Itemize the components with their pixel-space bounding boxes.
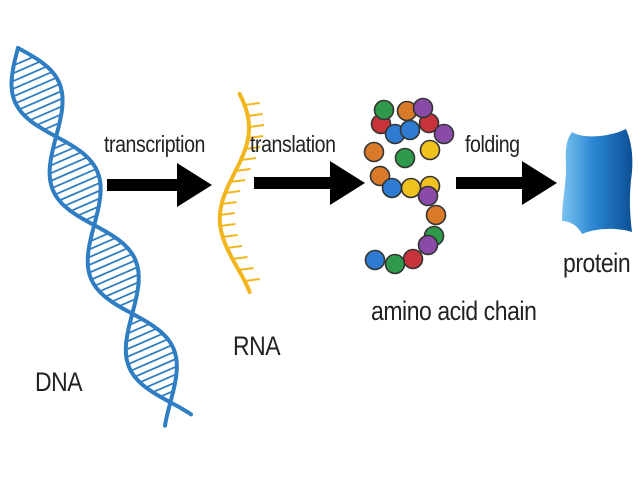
dna-base-pair	[15, 83, 61, 105]
rna-base	[226, 245, 243, 249]
dna-base-pair	[88, 237, 117, 251]
amino-acid-bead	[419, 139, 441, 161]
rna-base	[235, 168, 251, 172]
protein-label: protein	[563, 248, 631, 278]
dna-base-pair	[130, 350, 176, 372]
dna-base-pair	[49, 156, 88, 175]
dna-base-pair	[111, 289, 139, 303]
dna-base-pair	[104, 281, 139, 298]
dna-base-pair	[11, 60, 41, 75]
amino-acid-bead	[394, 147, 416, 169]
dna-label: DNA	[35, 367, 83, 397]
folding-label: folding	[465, 131, 520, 157]
amino-acid-bead	[384, 253, 406, 275]
amino-acid-bead	[412, 97, 434, 119]
dna-base-pair	[118, 297, 137, 308]
dna-base-pair	[87, 242, 123, 259]
dna-base-pair	[50, 146, 76, 159]
dna-base-pair	[89, 232, 109, 243]
dna-base-pair	[58, 181, 101, 202]
dna-base-pair	[77, 205, 100, 217]
dna-base-pair	[125, 332, 164, 351]
arrow-transcription	[107, 163, 212, 207]
dna-base-pair	[49, 151, 82, 167]
rna-base	[244, 278, 260, 282]
arrow-folding	[456, 161, 557, 205]
dna-base-pair	[99, 273, 140, 293]
dna-base-pair	[64, 189, 101, 207]
rna-base	[248, 124, 265, 128]
amino-acid-bead	[417, 185, 439, 207]
dna-base-pair	[91, 259, 136, 281]
arrow-translation	[254, 161, 365, 205]
amino-acid-bead	[381, 177, 403, 199]
dna-base-pair	[11, 65, 48, 83]
protein-shape	[562, 129, 633, 234]
amino-acid-bead	[402, 248, 424, 270]
rna-base	[240, 157, 256, 161]
dna-base-pair	[12, 76, 57, 98]
dna-base-pair	[94, 266, 139, 287]
dna-base-pair	[139, 365, 178, 384]
dna-base-pair	[126, 338, 169, 359]
dna-base-pair	[87, 247, 129, 267]
dna-base-pair	[49, 162, 93, 182]
amino-acid-bead	[364, 249, 386, 271]
amino-acid-bead	[425, 204, 447, 226]
dna-base-pair	[134, 357, 177, 378]
rna-bases	[219, 102, 265, 282]
dna-base-pair	[23, 97, 63, 116]
rna-base	[220, 223, 236, 227]
dna-base-pair	[54, 174, 100, 196]
dna-base-pair	[11, 71, 53, 91]
amino-acid-chain-beads	[363, 97, 455, 275]
dna-base-pair	[29, 105, 63, 122]
amino-acid-chain-label: amino acid chain	[371, 296, 537, 326]
dna-base-pair	[70, 197, 101, 212]
transcription-label: transcription	[104, 131, 205, 157]
amino-acid-bead	[399, 119, 421, 141]
amino-acid-bead	[433, 123, 455, 145]
rna-backbone	[217, 92, 252, 294]
rna-base	[247, 113, 263, 117]
dna-strand-1	[16, 46, 193, 417]
dna-base-pair	[127, 322, 151, 335]
rna-base	[219, 212, 236, 216]
dna-base-pair	[145, 373, 177, 389]
rna-base	[244, 102, 260, 106]
translation-label: translation	[250, 131, 336, 157]
rna-base	[221, 201, 237, 205]
rna-base	[232, 256, 248, 260]
dna-base-pair	[43, 122, 60, 131]
rna-base	[247, 135, 264, 139]
dna-base-pair	[152, 381, 176, 394]
dna-base-pair	[51, 168, 97, 189]
rna-strand	[217, 92, 265, 294]
dna-base-pair	[125, 327, 158, 343]
amino-acid-bead	[373, 99, 395, 121]
dna-base-pair	[18, 90, 63, 111]
dna-base-pair	[52, 141, 68, 150]
dna-helix	[9, 46, 193, 428]
rna-base	[238, 267, 254, 271]
rna-base	[245, 146, 261, 150]
amino-acid-bead	[417, 234, 439, 256]
dna-base-pair	[36, 113, 62, 126]
amino-acid-bead	[363, 141, 385, 163]
dna-base-pair	[127, 344, 173, 366]
rna-label: RNA	[233, 331, 281, 361]
dna-strand-2	[9, 46, 179, 428]
rna-base	[229, 179, 246, 183]
dna-base-pair	[88, 253, 133, 274]
amino-acid-bead	[400, 177, 422, 199]
rna-base	[222, 234, 238, 238]
rna-base	[225, 190, 241, 194]
dna-base-pair	[13, 55, 34, 67]
